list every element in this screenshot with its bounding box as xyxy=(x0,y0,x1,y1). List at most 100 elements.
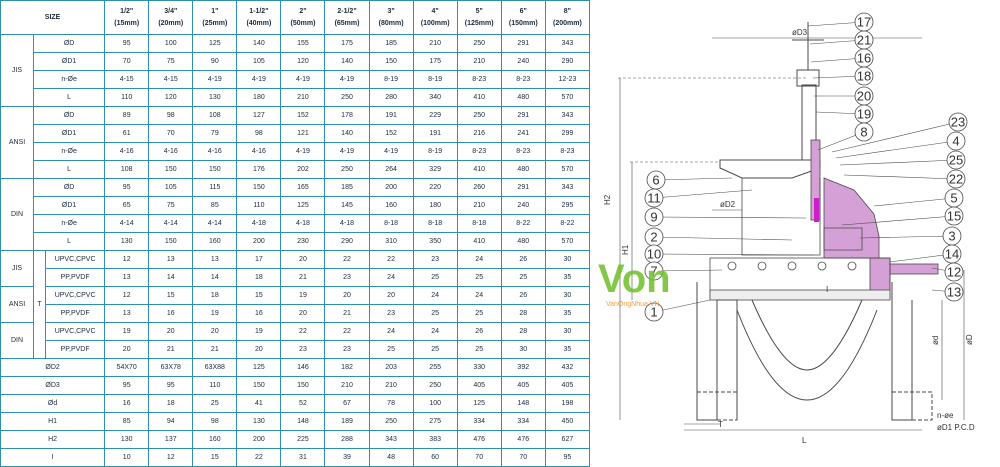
table-cell: 23 xyxy=(368,304,414,323)
table-cell: 140 xyxy=(236,34,282,53)
table-cell: 20 xyxy=(324,286,370,305)
table-cell: 67 xyxy=(324,394,370,413)
table-cell: 410 xyxy=(456,232,502,251)
part-number: 20 xyxy=(857,89,871,104)
row-label: I xyxy=(0,448,106,467)
table-cell: 21 xyxy=(148,340,194,359)
table-cell: 25 xyxy=(412,340,458,359)
part-bubble xyxy=(854,122,874,142)
table-cell: 4-16 xyxy=(236,142,282,161)
table-cell: 35 xyxy=(544,304,591,323)
table-cell: 54X70 xyxy=(104,358,150,377)
dim-t: T xyxy=(718,420,723,429)
table-cell: 95 xyxy=(104,178,150,197)
part-number: 6 xyxy=(652,173,659,188)
table-cell: 8-19 xyxy=(412,70,458,89)
table-cell: 60 xyxy=(412,448,458,467)
table-cell: 85 xyxy=(104,412,150,431)
table-cell: 240 xyxy=(500,196,546,215)
table-cell: 25 xyxy=(192,394,238,413)
size-column-header: 6"(150mm) xyxy=(500,0,546,35)
table-cell: 105 xyxy=(148,178,194,197)
table-cell: 155 xyxy=(280,34,326,53)
table-cell: 405 xyxy=(456,376,502,395)
table-cell: 250 xyxy=(456,34,502,53)
table-cell: 95 xyxy=(148,376,194,395)
table-cell: 570 xyxy=(544,160,591,179)
table-cell: 4-19 xyxy=(192,70,238,89)
row-label: ØD xyxy=(33,106,106,125)
table-cell: 145 xyxy=(324,196,370,215)
table-cell: 180 xyxy=(236,88,282,107)
leader-line xyxy=(653,269,723,272)
table-cell: 95 xyxy=(104,376,150,395)
table-cell: 24 xyxy=(456,250,502,269)
table-cell: 8-23 xyxy=(456,70,502,89)
table-cell: 210 xyxy=(456,196,502,215)
table-cell: 334 xyxy=(456,412,502,431)
table-cell: 210 xyxy=(412,34,458,53)
table-cell: 175 xyxy=(324,34,370,53)
table-cell: 288 xyxy=(324,430,370,449)
t-label: T xyxy=(33,250,47,359)
row-label: UPVC,CPVC xyxy=(45,286,106,305)
leader-line xyxy=(653,299,711,313)
table-cell: 23 xyxy=(324,340,370,359)
row-label: ØD1 xyxy=(33,52,106,71)
table-cell: 94 xyxy=(148,412,194,431)
table-cell: 210 xyxy=(324,376,370,395)
table-cell: 210 xyxy=(456,52,502,71)
row-label: ØD xyxy=(33,178,106,197)
table-cell: 19 xyxy=(236,322,282,341)
table-cell: 4-14 xyxy=(104,214,150,233)
table-cell: 8-23 xyxy=(456,142,502,161)
standard-label: JIS xyxy=(0,34,35,107)
table-cell: 21 xyxy=(192,340,238,359)
part-bubble xyxy=(944,282,964,302)
part-number: 9 xyxy=(650,210,657,225)
table-cell: 13 xyxy=(104,268,150,287)
part-bubble xyxy=(944,206,964,226)
row-label: PP,PVDF xyxy=(45,268,106,287)
table-cell: 89 xyxy=(104,106,150,125)
table-cell: 125 xyxy=(456,394,502,413)
table-cell: 25 xyxy=(456,304,502,323)
table-cell: 148 xyxy=(500,394,546,413)
table-cell: 160 xyxy=(368,196,414,215)
standard-label: DIN xyxy=(0,178,35,251)
table-cell: 13 xyxy=(104,304,150,323)
table-cell: 95 xyxy=(104,34,150,53)
table-cell: 152 xyxy=(280,106,326,125)
part-bubble xyxy=(644,188,664,208)
leader-line xyxy=(889,253,953,263)
table-cell: 280 xyxy=(368,88,414,107)
table-cell: 17 xyxy=(236,250,282,269)
table-cell: 30 xyxy=(544,250,591,269)
leader-line xyxy=(653,189,753,199)
row-label: n-Øe xyxy=(33,142,106,161)
side-fitting xyxy=(869,257,939,299)
table-cell: 405 xyxy=(500,376,546,395)
table-cell: 85 xyxy=(192,196,238,215)
table-cell: 98 xyxy=(236,124,282,143)
table-cell: 100 xyxy=(148,34,194,53)
part-bubble xyxy=(944,262,964,282)
table-cell: 24 xyxy=(412,286,458,305)
table-cell: 22 xyxy=(324,322,370,341)
part-number: 8 xyxy=(860,125,867,140)
table-cell: 20 xyxy=(280,304,326,323)
table-cell: 140 xyxy=(324,52,370,71)
row-label: Ød xyxy=(0,394,106,413)
table-cell: 23 xyxy=(412,250,458,269)
leader-line xyxy=(859,235,953,239)
part-number: 17 xyxy=(857,15,871,30)
table-cell: 410 xyxy=(456,160,502,179)
size-column-header: 1/2"(15mm) xyxy=(104,0,150,35)
table-cell: 130 xyxy=(104,232,150,251)
part-number: 2 xyxy=(650,230,657,245)
part-bubble xyxy=(946,131,966,151)
